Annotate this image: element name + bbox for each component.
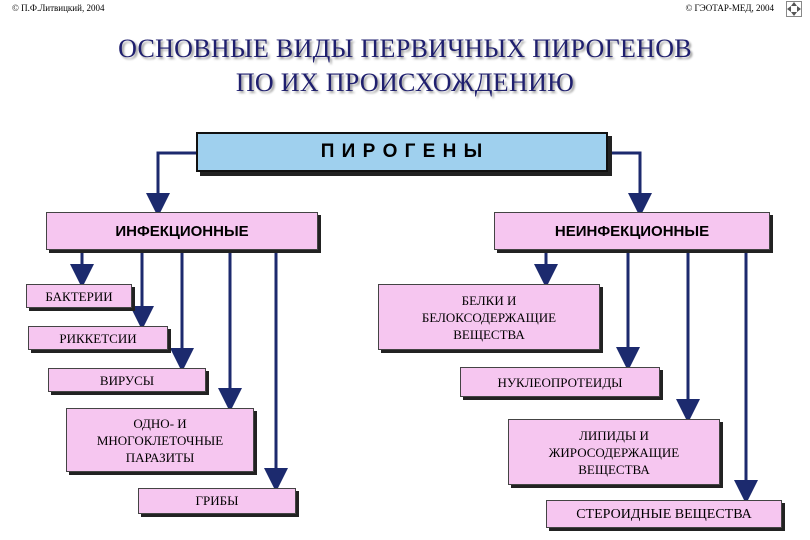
category-infectious: ИНФЕКЦИОННЫЕ [46, 212, 318, 250]
category-noninfectious: НЕИНФЕКЦИОННЫЕ [494, 212, 770, 250]
connector-root-noninfectious [608, 151, 652, 217]
navigation-arrows-icon[interactable] [786, 1, 802, 17]
copyright-right: © ГЭОТАР-МЕД, 2004 [685, 3, 774, 13]
page-title-line-2: ПО ИХ ПРОИСХОЖДЕНИЮ [235, 68, 575, 97]
item-steroids: СТЕРОИДНЫЕ ВЕЩЕСТВА [546, 500, 782, 528]
item-fungi: ГРИБЫ [138, 488, 296, 514]
page-title-line-1: ОСНОВНЫЕ ВИДЫ ПЕРВИЧНЫХ ПИРОГЕНОВ [118, 34, 692, 63]
item-rickettsia: РИККЕТСИИ [28, 326, 168, 350]
connector-root-infectious [146, 151, 196, 217]
item-bacteria: БАКТЕРИИ [26, 284, 132, 308]
copyright-left: © П.Ф.Литвицкий, 2004 [12, 3, 105, 13]
item-proteins: БЕЛКИ И БЕЛОКСОДЕРЖАЩИЕ ВЕЩЕСТВА [378, 284, 600, 350]
category-infectious-label: ИНФЕКЦИОННЫЕ [115, 222, 249, 240]
item-viruses: ВИРУСЫ [48, 368, 206, 392]
root-label: П И Р О Г Е Н Ы [320, 141, 484, 162]
item-lipids: ЛИПИДЫ И ЖИРОСОДЕРЖАЩИЕ ВЕЩЕСТВА [508, 419, 720, 485]
item-parasites: ОДНО- И МНОГОКЛЕТОЧНЫЕ ПАРАЗИТЫ [66, 408, 254, 472]
item-nucleoproteins: НУКЛЕОПРОТЕИДЫ [460, 367, 660, 397]
category-noninfectious-label: НЕИНФЕКЦИОННЫЕ [554, 222, 710, 240]
root-box: П И Р О Г Е Н Ы [196, 132, 608, 172]
